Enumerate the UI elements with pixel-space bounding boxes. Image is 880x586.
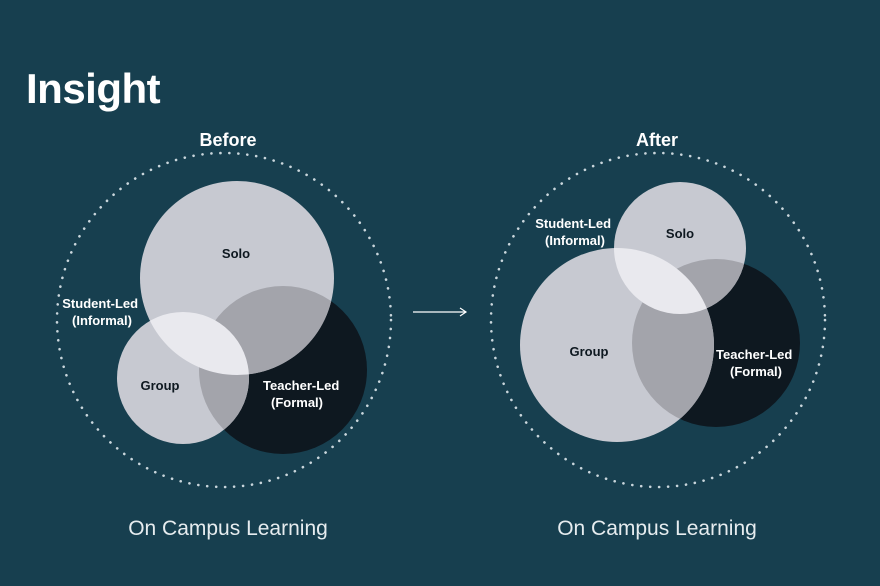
before-group-label: Group	[141, 378, 180, 393]
before-panel: Before Solo Group Teacher-Led (Formal) S…	[55, 130, 393, 540]
after-heading: After	[636, 130, 678, 150]
right-arrow-icon	[413, 307, 468, 317]
after-solo-group-overlap	[614, 248, 714, 314]
before-student-led-line-2: (Informal)	[72, 313, 132, 328]
after-student-led-label: Student-Led (Informal)	[535, 216, 614, 248]
after-solo-label: Solo	[666, 226, 694, 241]
after-teacher-led-label: Teacher-Led (Formal)	[716, 347, 796, 379]
after-group-label: Group	[570, 344, 609, 359]
after-student-led-line-2: (Informal)	[545, 233, 605, 248]
page-title: Insight	[26, 65, 161, 112]
after-caption: On Campus Learning	[557, 517, 757, 540]
before-teacher-led-line-1: Teacher-Led	[263, 378, 339, 393]
before-student-led-label: Student-Led (Informal)	[62, 296, 141, 328]
before-teacher-led-line-2: (Formal)	[271, 395, 323, 410]
after-boundary-ring	[489, 151, 827, 489]
after-panel: After Solo Group Teacher-Led (Formal) St…	[489, 130, 827, 540]
before-solo-label: Solo	[222, 246, 250, 261]
before-student-led-line-1: Student-Led	[62, 296, 138, 311]
before-heading: Before	[199, 130, 256, 150]
before-teacher-led-label: Teacher-Led (Formal)	[263, 378, 343, 410]
before-caption: On Campus Learning	[128, 517, 328, 540]
after-teacher-led-line-1: Teacher-Led	[716, 347, 792, 362]
after-student-led-line-1: Student-Led	[535, 216, 611, 231]
before-boundary-ring	[55, 151, 393, 489]
after-teacher-led-line-2: (Formal)	[730, 364, 782, 379]
